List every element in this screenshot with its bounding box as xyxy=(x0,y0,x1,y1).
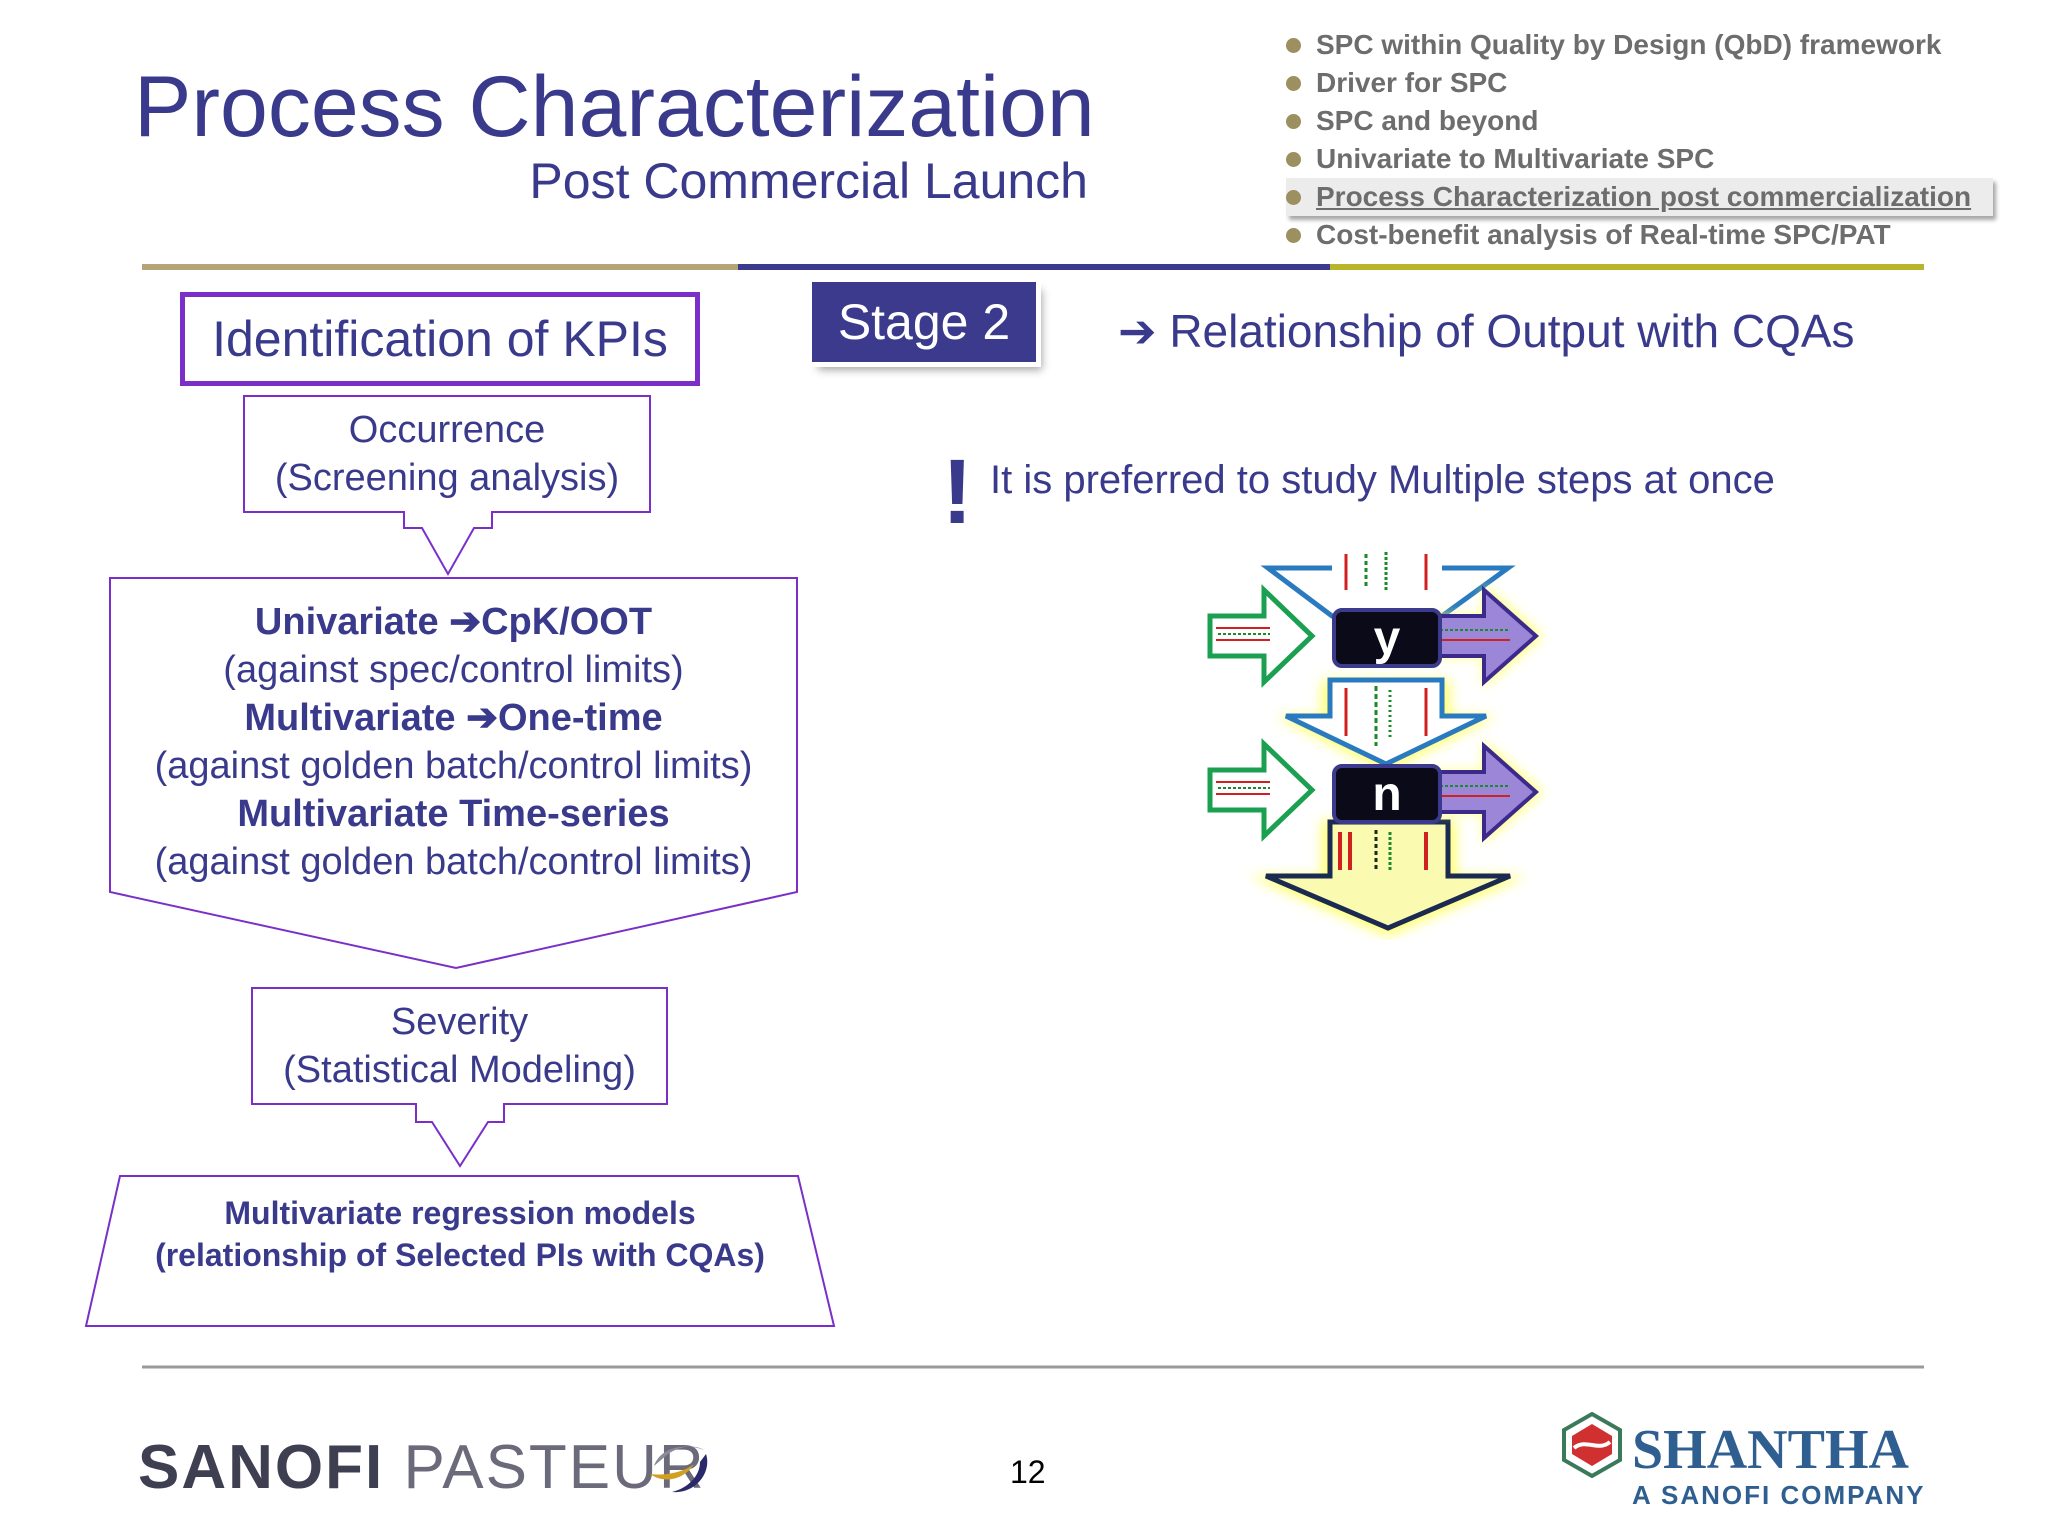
multi-step-process-diagram: y n xyxy=(1207,546,1542,936)
sanofi-swirl-icon xyxy=(650,1446,708,1493)
severity-text: Severity (Statistical Modeling) xyxy=(252,998,667,1094)
middle-down-arrow xyxy=(1284,677,1488,767)
bullet-icon xyxy=(1286,38,1301,53)
regression-note: (relationship of Selected PIs with CQAs) xyxy=(155,1237,765,1273)
step-box-y xyxy=(1332,608,1442,668)
occurrence-text: Occurrence (Screening analysis) xyxy=(244,406,650,502)
shantha-logo-text: SHANTHA xyxy=(1632,1419,1909,1481)
multivariate-line: Multivariate ➔One-time xyxy=(110,694,797,742)
input-right-arrow-1 xyxy=(1207,584,1316,688)
arrow-right-icon: ➔ xyxy=(449,601,482,643)
agenda-item[interactable]: Driver for SPC xyxy=(1286,64,1993,102)
multivariate-label: Multivariate xyxy=(244,697,467,739)
header-rule-right xyxy=(1330,264,1924,270)
bullet-icon xyxy=(1286,114,1301,129)
slide-subtitle: Post Commercial Launch xyxy=(529,153,1088,209)
output-right-arrow-2 xyxy=(1432,741,1540,843)
logo-word-pasteur: PASTEUR xyxy=(384,1433,706,1502)
slide-title: Process Characterization xyxy=(134,59,1095,155)
step-box-n xyxy=(1332,764,1442,824)
page-number: 12 xyxy=(1010,1454,1046,1490)
sanofi-pasteur-logo: SANOFI PASTEUR xyxy=(138,1432,706,1503)
occurrence-note: (Screening analysis) xyxy=(274,457,620,499)
agenda-item-label: SPC and beyond xyxy=(1316,105,1539,136)
agenda-item-label: SPC within Quality by Design (QbD) frame… xyxy=(1316,29,1942,60)
regression-text: Multivariate regression models (relation… xyxy=(100,1192,820,1276)
step-label-y: y xyxy=(1374,612,1401,665)
agenda-list: SPC within Quality by Design (QbD) frame… xyxy=(1286,26,1994,254)
agenda-item-label: Driver for SPC xyxy=(1316,67,1508,98)
univariate-metric: CpK/OOT xyxy=(481,601,653,643)
stage-label: Stage 2 xyxy=(837,294,1011,350)
methods-text: Univariate ➔CpK/OOT (against spec/contro… xyxy=(110,598,797,886)
severity-title: Severity xyxy=(390,1001,529,1043)
agenda-item-label: Univariate to Multivariate SPC xyxy=(1316,143,1715,174)
bullet-icon xyxy=(1286,76,1301,91)
stage-label-box: Stage 2 xyxy=(812,282,1036,362)
shantha-logo-icon xyxy=(1562,1412,1622,1478)
severity-note: (Statistical Modeling) xyxy=(283,1049,636,1091)
output-down-arrow xyxy=(1265,819,1511,931)
regression-trapezoid xyxy=(84,1175,836,1327)
univariate-line: Univariate ➔CpK/OOT xyxy=(110,598,797,646)
exclamation-icon: ! xyxy=(942,441,973,543)
univariate-label: Univariate xyxy=(254,601,450,643)
bullet-icon xyxy=(1286,152,1301,167)
kpi-identification-box: Identification of KPIs xyxy=(180,292,700,386)
bullet-icon xyxy=(1286,228,1301,243)
occurrence-title: Occurrence xyxy=(348,409,546,451)
relationship-label: Relationship of Output with CQAs xyxy=(1169,305,1855,357)
step-label-n: n xyxy=(1372,768,1401,821)
multivariate-metric: One-time xyxy=(497,697,663,739)
relationship-text: ➔ Relationship of Output with CQAs xyxy=(1118,304,1855,358)
arrow-right-icon: ➔ xyxy=(1118,305,1170,357)
shantha-logo-subtext: A SANOFI COMPANY xyxy=(1632,1480,1926,1510)
univariate-note: (against spec/control limits) xyxy=(223,649,684,691)
arrow-right-icon: ➔ xyxy=(466,697,498,739)
timeseries-line: Multivariate Time-series xyxy=(237,793,670,835)
agenda-item[interactable]: SPC and beyond xyxy=(1286,102,1993,140)
agenda-item-active[interactable]: Process Characterization post commercial… xyxy=(1286,178,1994,216)
occurrence-callout xyxy=(243,395,651,577)
agenda-item-label: Process Characterization post commercial… xyxy=(1316,181,1972,212)
agenda-item-label: Cost-benefit analysis of Real-time SPC/P… xyxy=(1316,219,1891,250)
kpi-label: Identification of KPIs xyxy=(212,311,668,367)
input-right-arrow-2 xyxy=(1207,738,1316,842)
preferred-note: It is preferred to study Multiple steps … xyxy=(990,458,1775,502)
output-right-arrow-1 xyxy=(1432,585,1540,687)
timeseries-note: (against golden batch/control limits) xyxy=(154,841,753,883)
bullet-icon xyxy=(1286,190,1301,205)
methods-pentagon xyxy=(109,577,798,970)
agenda-item[interactable]: Cost-benefit analysis of Real-time SPC/P… xyxy=(1286,216,1993,254)
agenda-item[interactable]: SPC within Quality by Design (QbD) frame… xyxy=(1286,26,1993,64)
regression-title: Multivariate regression models xyxy=(224,1195,696,1231)
agenda-item[interactable]: Univariate to Multivariate SPC xyxy=(1286,140,1993,178)
severity-callout xyxy=(251,987,668,1168)
multivariate-note: (against golden batch/control limits) xyxy=(154,745,753,787)
header-rule-left xyxy=(142,264,738,270)
logo-word-sanofi: SANOFI xyxy=(138,1433,385,1502)
header-rule-middle xyxy=(738,264,1330,270)
